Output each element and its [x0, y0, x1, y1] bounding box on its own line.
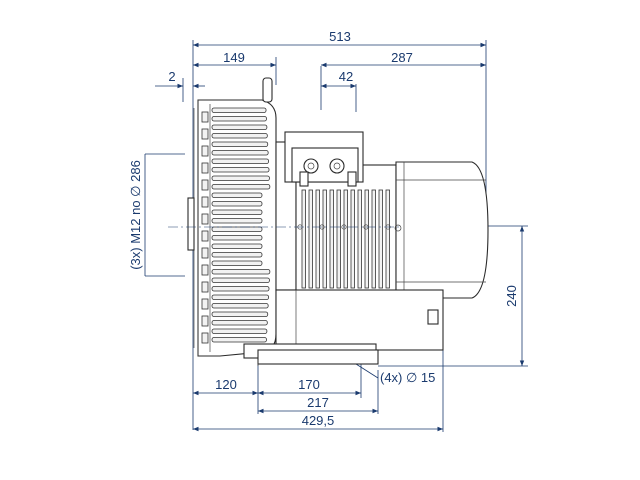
- housing-rib: [201, 145, 209, 157]
- dim-foot-offset: 120: [215, 377, 237, 392]
- motor-fin: [385, 189, 390, 289]
- dimension-lines: [144, 40, 528, 432]
- cooling-fin: [211, 286, 270, 292]
- motor-fin: [343, 189, 348, 289]
- motor-fin: [371, 189, 376, 289]
- motor-body: [275, 131, 489, 299]
- housing-rib: [201, 281, 209, 293]
- cooling-fin: [211, 116, 267, 122]
- cooling-fin: [211, 252, 263, 258]
- motor-fin: [322, 189, 327, 289]
- cooling-fin: [211, 192, 263, 198]
- blower-housing: [187, 77, 277, 357]
- cooling-fin: [211, 158, 269, 164]
- cooling-fin: [211, 167, 270, 173]
- cooling-fin: [211, 209, 263, 215]
- housing-rib: [201, 315, 209, 327]
- housing-rib: [201, 111, 209, 123]
- dim-foot-length: 217: [307, 395, 329, 410]
- cooling-fin: [211, 201, 263, 207]
- housing-rib: [201, 179, 209, 191]
- housing-rib: [201, 162, 209, 174]
- motor-fin: [329, 189, 334, 289]
- cooling-fin: [211, 269, 271, 275]
- cooling-fin: [211, 107, 267, 113]
- cooling-fin: [211, 320, 268, 326]
- cooling-fin: [211, 235, 263, 241]
- base-frame: [243, 289, 444, 366]
- housing-rib: [201, 332, 209, 344]
- housing-rib: [201, 264, 209, 276]
- housing-rib: [201, 213, 209, 225]
- cooling-fin: [211, 175, 270, 181]
- dim-terminal-offset: 42: [339, 69, 353, 84]
- cooling-fin: [211, 277, 270, 283]
- housing-rib: [201, 247, 209, 259]
- motor-fin: [378, 189, 383, 289]
- cooling-fin: [211, 337, 267, 343]
- motor-fin: [357, 189, 362, 289]
- motor-fin: [350, 189, 355, 289]
- cooling-fin: [211, 294, 269, 300]
- housing-rib: [201, 298, 209, 310]
- dim-motor-length: 287: [391, 50, 413, 65]
- cooling-fin: [211, 311, 269, 317]
- dim-foot-holes: (4x) ∅ 15: [380, 370, 435, 385]
- housing-rib: [201, 128, 209, 140]
- dim-foot-spacing: 170: [298, 377, 320, 392]
- cooling-fin: [211, 141, 269, 147]
- cooling-fin: [211, 218, 263, 224]
- housing-rib: [201, 196, 209, 208]
- dim-overall-length: 513: [329, 29, 351, 44]
- motor-fin: [308, 189, 313, 289]
- dim-height: 240: [504, 285, 519, 307]
- cooling-fin: [211, 328, 268, 334]
- cooling-fin: [211, 184, 271, 190]
- cooling-fin: [211, 133, 268, 139]
- dim-mounting-holes: (3x) M12 no ∅ 286: [128, 160, 143, 270]
- cooling-fin: [211, 243, 263, 249]
- motor-fin: [364, 189, 369, 289]
- motor-bolt: [341, 224, 347, 230]
- cooling-fin: [211, 260, 263, 266]
- cooling-fin: [211, 303, 269, 309]
- motor-fin: [301, 189, 306, 289]
- motor-fin: [336, 189, 341, 289]
- dim-base-length: 429,5: [302, 413, 335, 428]
- cooling-fin: [211, 124, 268, 130]
- dimension-labels: 513 149 287 2 42 240 (3x) M12 no ∅ 286 (…: [128, 29, 519, 428]
- dim-offset-top: 2: [168, 69, 175, 84]
- housing-rib: [201, 230, 209, 242]
- cooling-fin: [211, 150, 269, 156]
- motor-fin: [315, 189, 320, 289]
- dim-inlet-width: 149: [223, 50, 245, 65]
- cooling-fin: [211, 226, 263, 232]
